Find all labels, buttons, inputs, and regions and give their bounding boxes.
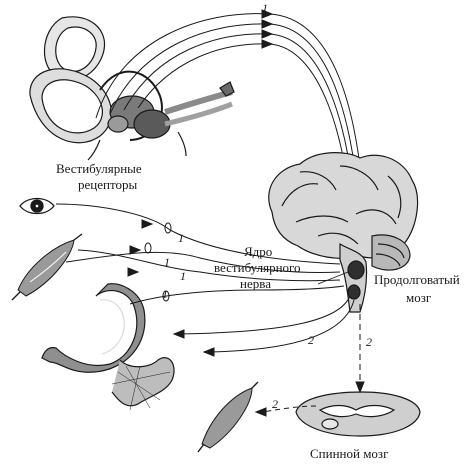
marker-afferent-muscle-2: 1 <box>180 269 186 283</box>
stomach-illustration <box>41 283 175 411</box>
marker-efferent-spinal: 2 <box>366 335 372 349</box>
label-spinal-cord: Спинной мозг <box>310 446 389 461</box>
afferent-fibers-periphery <box>55 203 345 305</box>
label-vestibular-receptors-line2: рецепторы <box>78 177 138 192</box>
marker-afferent-muscle: 1 <box>164 255 170 269</box>
label-medulla-line2: мозг <box>406 290 432 305</box>
label-nucleus-line3: нерва <box>240 276 271 291</box>
marker-efferent-stomach: 2 <box>308 333 314 347</box>
nucleus-pointer-line <box>317 271 349 285</box>
muscle-illustration-upper <box>11 233 83 301</box>
spinal-cord-illustration <box>295 391 421 437</box>
marker-afferent-receptors: 1 <box>262 1 268 15</box>
eye-illustration <box>19 197 55 215</box>
label-nucleus-line2: вестибулярного <box>214 260 301 275</box>
marker-efferent-muscle: 2 <box>272 397 278 411</box>
afferent-fibers-receptors <box>95 9 367 251</box>
label-vestibular-receptors-line1: Вестибулярные <box>56 161 142 176</box>
efferent-fibers <box>172 295 365 417</box>
brain-illustration <box>268 152 419 313</box>
inner-ear-illustration <box>29 16 235 161</box>
marker-afferent-stomach: 1 <box>162 287 168 301</box>
muscle-illustration-lower <box>197 381 259 453</box>
label-medulla-line1: Продолговатый <box>374 272 460 287</box>
label-nucleus-line1: Ядро <box>244 244 273 259</box>
marker-afferent-eye: 1 <box>178 231 184 245</box>
